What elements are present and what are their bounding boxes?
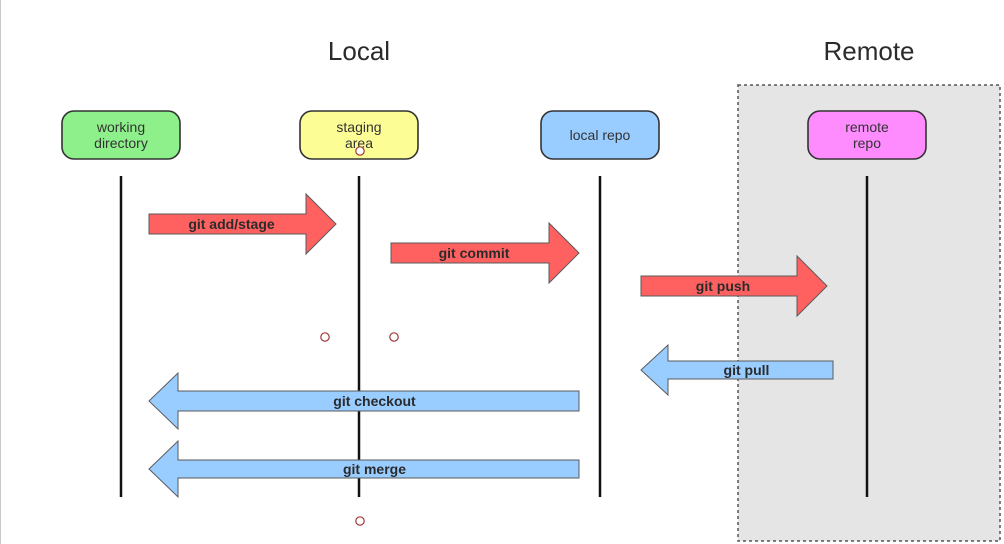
node-box-working-directory [61,110,181,160]
arrow-git-commit [390,221,580,285]
node-label-working-directory: working [96,119,145,135]
selection-handle-4[interactable] [355,516,365,526]
node-label-remote-repo: remote [845,119,889,135]
node-label-staging-area: staging [336,119,381,135]
arrow-label-git-pull: git pull [724,362,770,378]
arrow-git-checkout [148,371,580,431]
remote-region [737,84,1001,542]
node-box-staging-area [299,110,419,160]
node-label-working-directory: directory [94,135,148,151]
selection-handle-3[interactable] [389,332,399,342]
lifelines [119,176,869,497]
selection-handle-2[interactable] [320,332,330,342]
selection-handle-1[interactable] [355,146,365,156]
selection-handles [320,146,399,526]
arrow-label-git-add-stage: git add/stage [188,216,275,232]
node-label-local-repo: local repo [570,127,631,143]
arrow-label-git-push: git push [696,278,750,294]
arrow-git-add-stage [148,192,337,256]
arrow-git-merge [148,439,580,499]
node-box-local-repo [540,110,660,160]
arrows: git add/stage git commit git push git pull g… [148,192,834,499]
node-label-staging-area: area [345,135,373,151]
arrow-label-git-commit: git commit [439,245,510,261]
section-title-local: Local [328,36,390,66]
node-local-repo[interactable]: local repo [540,110,660,160]
section-title-remote: Remote [823,36,914,66]
node-label-remote-repo: repo [853,135,881,151]
arrow-git-push [640,254,828,318]
arrow-label-git-merge: git merge [343,461,406,477]
arrow-git-pull [640,343,834,397]
node-box-remote-repo [807,110,927,160]
arrow-label-git-checkout: git checkout [333,393,416,409]
